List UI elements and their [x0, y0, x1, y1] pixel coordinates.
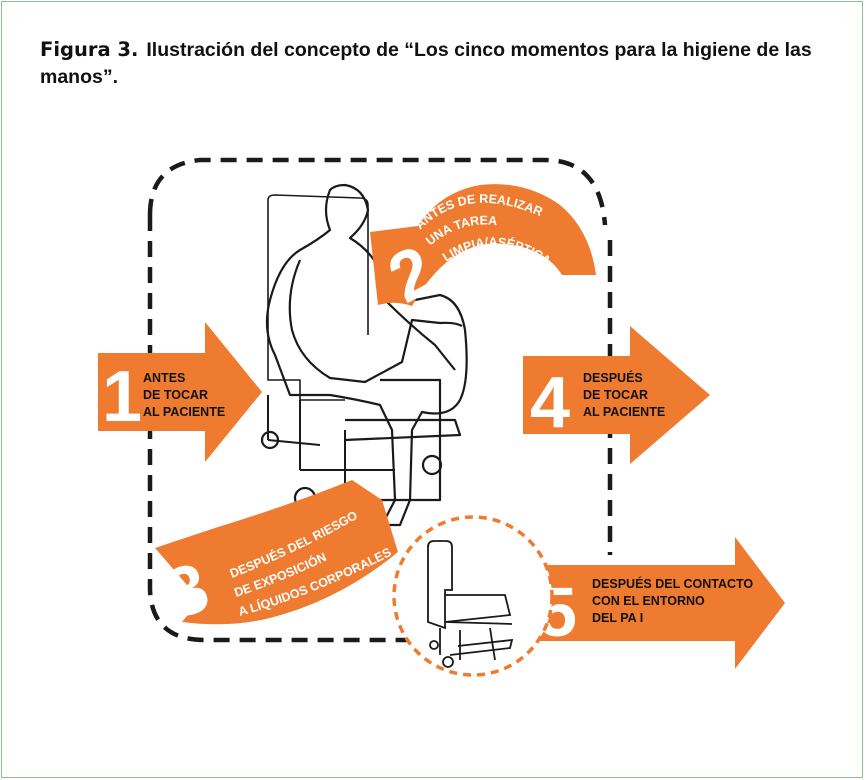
moment-1-line-2: DE TOCAR	[143, 388, 208, 402]
empty-chair-illustration	[427, 540, 514, 668]
patient-in-chair-illustration	[260, 183, 468, 527]
moment-5-line-3: DEL PA I	[592, 611, 643, 625]
moment-1-line-3: AL PACIENTE	[143, 405, 225, 419]
moment-4-line-3: AL PACIENTE	[583, 405, 665, 419]
figure-label: Figura 3.	[40, 38, 139, 61]
patient-environment-circle	[392, 515, 554, 677]
moment-1-number: 1	[102, 357, 142, 437]
moment-5-line-1: DESPUÉS DEL CONTACTO	[592, 576, 753, 591]
moment-4-line-2: DE TOCAR	[583, 388, 648, 402]
moment-2-arrow: 2 ANTES DE REALIZAR UNA TAREA LIMPIA/ASÉ…	[370, 184, 596, 317]
moment-1-line-1: ANTES	[143, 371, 185, 385]
moment-5-arrow: 5 DESPUÉS DEL CONTACTO CON EL ENTORNO DE…	[520, 537, 785, 669]
figure-caption-text: Ilustración del concepto de “Los cinco m…	[40, 39, 812, 88]
moment-5-line-2: CON EL ENTORNO	[592, 594, 705, 608]
moment-4-arrow: 4 DESPUÉS DE TOCAR AL PACIENTE	[523, 326, 710, 464]
moment-3-arrow: 3 DESPUÉS DEL RIESGO DE EXPOSICIÓN A LÍQ…	[155, 480, 398, 634]
figure-caption: Figura 3.Ilustración del concepto de “Lo…	[40, 36, 840, 91]
moment-4-line-1: DESPUÉS	[583, 370, 643, 385]
moment-4-number: 4	[530, 363, 570, 443]
moment-1-arrow: 1 ANTES DE TOCAR AL PACIENTE	[98, 322, 262, 462]
